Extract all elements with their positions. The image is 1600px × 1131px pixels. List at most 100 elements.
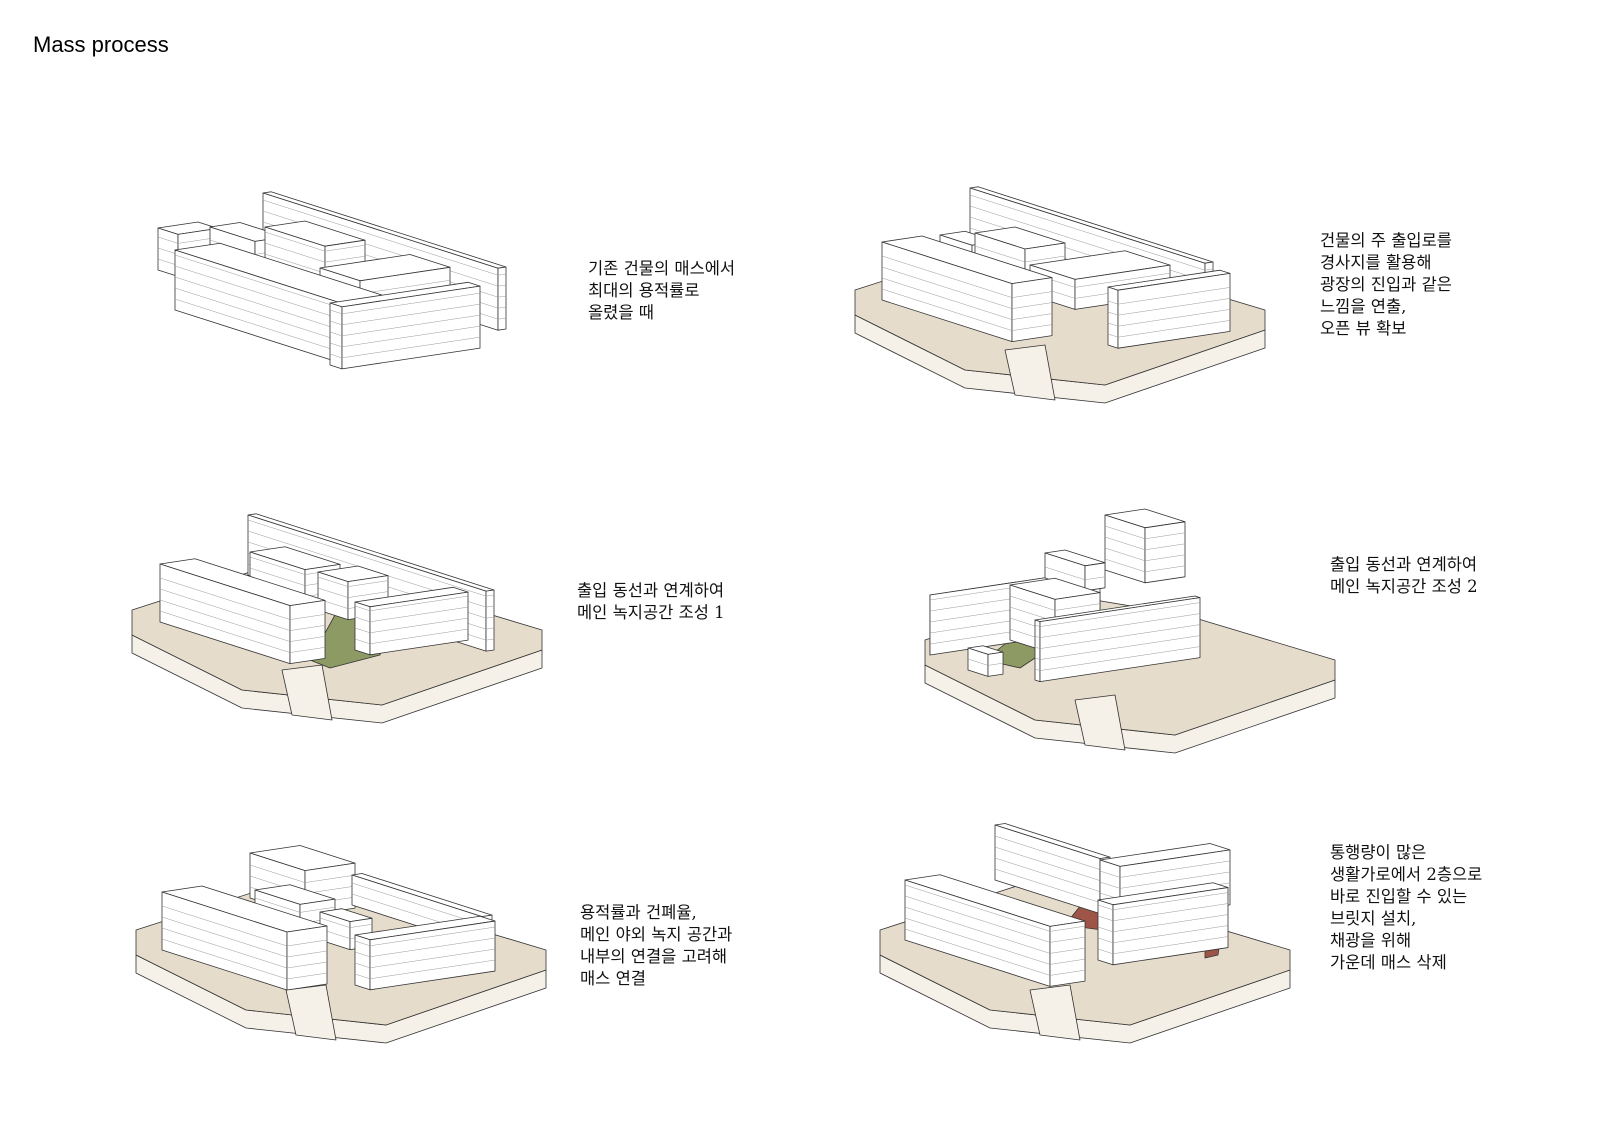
floor-line bbox=[329, 320, 343, 326]
floor-line bbox=[262, 199, 499, 276]
entry-slope bbox=[1029, 984, 1081, 1041]
building-facade bbox=[369, 920, 496, 991]
floor-line bbox=[1112, 936, 1229, 955]
floor-line bbox=[904, 884, 1051, 932]
floor-line bbox=[1104, 547, 1146, 562]
entry-slope bbox=[1004, 344, 1056, 401]
floor-line bbox=[967, 658, 989, 666]
floor-line bbox=[174, 276, 341, 331]
floor-line bbox=[354, 973, 371, 980]
floor-line bbox=[1144, 565, 1186, 573]
floor-line bbox=[1039, 602, 1201, 627]
floor-line bbox=[1039, 646, 1201, 671]
floor-line bbox=[1049, 936, 1086, 943]
floor-line bbox=[354, 605, 371, 612]
floor-line bbox=[994, 857, 1101, 892]
floor-line bbox=[1104, 558, 1146, 573]
floor-line bbox=[1034, 646, 1041, 649]
floor-line bbox=[1097, 937, 1114, 944]
floor-line bbox=[349, 924, 373, 928]
floor-line bbox=[1039, 613, 1201, 638]
building-facade bbox=[1011, 277, 1053, 343]
floor-line bbox=[1034, 624, 1041, 627]
floor-line bbox=[1034, 635, 1041, 638]
floor-line bbox=[369, 595, 469, 612]
floor-line bbox=[1112, 925, 1229, 944]
floor-line bbox=[369, 628, 469, 645]
floor-line bbox=[485, 638, 495, 641]
floor-line bbox=[994, 846, 1101, 881]
building-facade bbox=[1112, 887, 1229, 966]
floor-line bbox=[317, 576, 349, 587]
entry-slope bbox=[281, 664, 333, 721]
floor-line bbox=[324, 255, 366, 263]
floor-line bbox=[1039, 624, 1201, 649]
floor-line bbox=[1054, 603, 1101, 611]
floor-line bbox=[969, 194, 1206, 271]
floor-line bbox=[289, 636, 326, 642]
floor-line bbox=[497, 284, 507, 287]
floor-line bbox=[1044, 566, 1086, 581]
floor-line bbox=[304, 874, 356, 883]
floor-line bbox=[1112, 892, 1229, 911]
floor-line bbox=[1119, 860, 1231, 878]
floor-line bbox=[341, 292, 481, 315]
floor-line bbox=[161, 916, 288, 958]
building-facade bbox=[1097, 899, 1114, 966]
entry-slope bbox=[1074, 694, 1126, 751]
floor-line bbox=[1112, 914, 1229, 933]
building-facade bbox=[286, 925, 328, 991]
floor-line bbox=[1117, 287, 1231, 305]
floor-line bbox=[1024, 255, 1066, 263]
floor-line bbox=[1034, 668, 1041, 671]
floor-line bbox=[881, 255, 1013, 298]
floor-line bbox=[485, 616, 495, 619]
floor-line bbox=[174, 254, 341, 309]
floor-line bbox=[369, 937, 496, 958]
floor-line bbox=[1119, 871, 1231, 889]
floor-line bbox=[289, 614, 326, 620]
floor-line bbox=[1144, 554, 1186, 562]
entry-slope bbox=[285, 984, 337, 1041]
floor-line bbox=[369, 959, 496, 980]
floor-line bbox=[369, 948, 496, 969]
floor-line bbox=[286, 950, 328, 958]
floor-line bbox=[485, 627, 495, 630]
floor-line bbox=[1204, 268, 1214, 271]
floor-line bbox=[289, 625, 326, 631]
floor-line bbox=[369, 606, 469, 623]
floor-line bbox=[1099, 881, 1121, 889]
floor-line bbox=[341, 314, 481, 337]
floor-line bbox=[974, 245, 1026, 263]
floor-line bbox=[1097, 915, 1114, 922]
floor-line bbox=[881, 277, 1013, 320]
floor-line bbox=[329, 353, 343, 359]
building-facade bbox=[369, 591, 469, 656]
floor-line bbox=[1104, 536, 1146, 551]
floor-line bbox=[354, 951, 371, 958]
floor-line bbox=[904, 917, 1051, 965]
building-facade bbox=[1117, 272, 1231, 349]
building-facade bbox=[329, 302, 343, 370]
floor-line bbox=[497, 295, 507, 298]
floor-line bbox=[329, 309, 343, 315]
floor-line bbox=[485, 594, 495, 597]
floor-line bbox=[1039, 635, 1201, 660]
floor-line bbox=[264, 231, 326, 252]
floor-line bbox=[881, 288, 1013, 331]
building-facade bbox=[1039, 597, 1201, 682]
floor-line bbox=[1049, 969, 1086, 976]
floor-line bbox=[1009, 595, 1056, 611]
floor-line bbox=[1097, 904, 1114, 911]
floor-line bbox=[249, 556, 306, 575]
floor-line bbox=[904, 895, 1051, 943]
floor-line bbox=[1011, 313, 1053, 320]
floor-line bbox=[159, 588, 291, 631]
building-facade bbox=[1107, 286, 1119, 349]
floor-line bbox=[1084, 576, 1106, 581]
floor-line bbox=[264, 253, 326, 274]
